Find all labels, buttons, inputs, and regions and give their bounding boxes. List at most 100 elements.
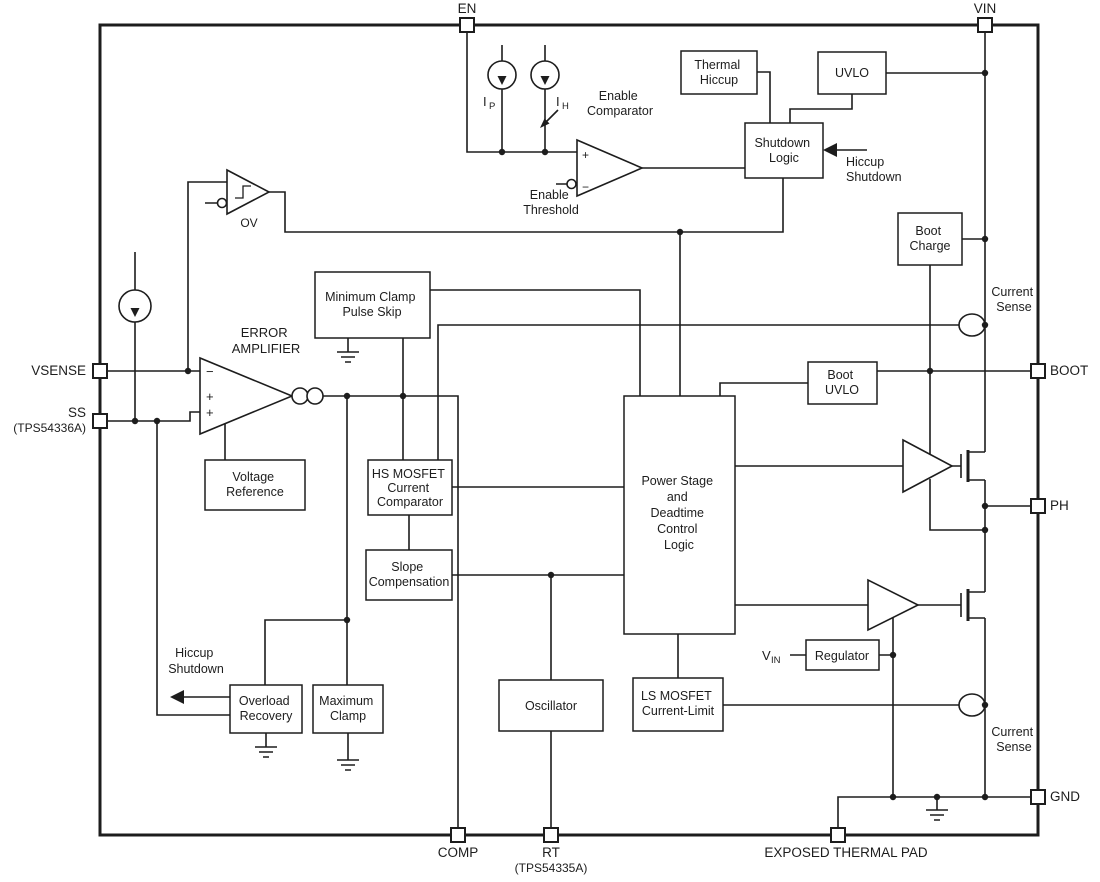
block-minimum-clamp: Minimum Clamp Pulse Skip xyxy=(314,271,431,339)
pullup-current-source-ih xyxy=(530,60,560,90)
uvlo-label: UVLO xyxy=(835,66,869,80)
vin-regulator-label-sub: IN xyxy=(771,655,781,666)
pullup-current-source-ip xyxy=(487,60,517,90)
current-sense-ls-label: Current Sense xyxy=(991,725,1036,754)
junction-dot xyxy=(153,417,161,425)
wire-control-mid xyxy=(408,289,959,828)
uvlo-box xyxy=(817,51,887,95)
vin-regulator-label: V xyxy=(762,648,771,663)
hs-mosfet-comparator-label: HS MOSFET Current Comparator xyxy=(372,467,448,509)
pin-label-vsense: VSENSE xyxy=(31,363,86,378)
transconductance-output-symbol xyxy=(291,387,309,405)
ip-label: I xyxy=(483,94,487,109)
pin-label-vin: VIN xyxy=(974,1,997,16)
slope-compensation-box xyxy=(365,549,453,601)
enable-comparator-label: Enable Comparator xyxy=(587,89,653,118)
chip-outline xyxy=(98,23,1040,837)
inverting-input-bubble xyxy=(216,197,228,209)
ov-label: OV xyxy=(240,216,257,230)
thermal-hiccup-box xyxy=(680,50,758,95)
current-sense-ls-symbol xyxy=(958,693,986,717)
arrowhead xyxy=(130,308,140,317)
block-boot-charge: Boot Charge xyxy=(897,212,963,266)
slope-compensation-label: Slope Compensation xyxy=(369,560,450,589)
power-stage-box xyxy=(623,395,736,635)
current-sense-hs-symbol xyxy=(958,313,986,337)
junction-dot xyxy=(184,367,192,375)
boot-uvlo-box xyxy=(807,361,878,405)
arrowhead xyxy=(823,143,837,157)
pin-label-ss-note: (TPS54336A) xyxy=(13,421,86,435)
enable-threshold-label: Enable Threshold xyxy=(523,188,579,217)
junction-dot xyxy=(541,148,549,156)
current-sense-hs-label: Current Sense xyxy=(991,285,1036,314)
junction-dot xyxy=(926,367,934,375)
regulator-label: Regulator xyxy=(815,649,869,663)
voltage-reference-label: Voltage Reference xyxy=(226,470,284,499)
ov-comparator-symbol xyxy=(226,168,271,216)
oscillator-label: Oscillator xyxy=(525,699,577,713)
hs-mosfet-comparator-box xyxy=(367,459,453,516)
block-uvlo: UVLO xyxy=(817,51,887,95)
pin-comp xyxy=(450,827,466,843)
pin-vin xyxy=(977,17,993,33)
ground-symbols xyxy=(255,338,948,821)
junction-dot xyxy=(889,651,897,659)
pin-boot xyxy=(1030,363,1046,379)
inverting-input-bubble xyxy=(566,178,577,190)
block-voltage-reference: Voltage Reference xyxy=(204,459,306,511)
regulator-box xyxy=(805,639,880,671)
ih-label: I xyxy=(556,94,560,109)
junction-dot xyxy=(981,526,989,534)
wire-power-right xyxy=(735,32,1031,828)
arrowhead xyxy=(540,76,550,85)
pin-label-rt-note: (TPS54335A) xyxy=(515,861,588,875)
block-thermal-hiccup: Thermal Hiccup xyxy=(680,50,758,95)
ih-label-sub: H xyxy=(562,101,569,112)
block-hs-mosfet-comparator: HS MOSFET Current Comparator xyxy=(367,459,453,516)
oscillator-box xyxy=(498,679,604,732)
pin-vsense xyxy=(92,363,108,379)
block-maximum-clamp: Maximum Clamp xyxy=(312,684,384,734)
junction-dot xyxy=(343,616,351,624)
cmp-plus-sign: + xyxy=(582,148,589,162)
wire-enable-chain xyxy=(269,71,867,396)
boot-charge-box xyxy=(897,212,963,266)
hs-mosfet-symbol xyxy=(960,450,970,482)
pin-en xyxy=(459,17,475,33)
power-stage-label: Power Stage and Deadtime Control Logic xyxy=(641,474,716,552)
ls-mosfet-symbol xyxy=(960,589,970,621)
cmp-minus-sign: − xyxy=(582,180,589,194)
junction-dot xyxy=(343,392,351,400)
junction-dot xyxy=(981,701,989,709)
pin-ph xyxy=(1030,498,1046,514)
amp-plus-sign: + xyxy=(206,405,214,420)
arrowhead xyxy=(497,76,507,85)
arrowhead xyxy=(170,690,184,704)
junction-dot xyxy=(981,793,989,801)
shutdown-logic-box xyxy=(744,122,824,179)
junction-dot xyxy=(498,148,506,156)
error-amplifier-symbol xyxy=(199,356,295,436)
pin-label-en: EN xyxy=(458,1,477,16)
hysteresis-icon xyxy=(235,185,251,199)
pin-label-gnd: GND xyxy=(1050,789,1080,804)
pin-label-ph: PH xyxy=(1050,498,1069,513)
minimum-clamp-box xyxy=(314,271,431,339)
voltage-reference-box xyxy=(204,459,306,511)
block-slope-compensation: Slope Compensation xyxy=(365,549,453,601)
wire-left-signals xyxy=(107,181,230,716)
junction-dot xyxy=(981,235,989,243)
junction-dot xyxy=(399,392,407,400)
overload-recovery-box xyxy=(229,684,303,734)
shutdown-logic-label: Shutdown Logic xyxy=(754,136,813,165)
amp-plus-sign: + xyxy=(206,389,214,404)
ss-charge-current-source xyxy=(118,289,152,323)
junction-dot xyxy=(981,69,989,77)
pin-label-thermal-pad: EXPOSED THERMAL PAD xyxy=(764,845,928,860)
block-oscillator: Oscillator xyxy=(498,679,604,732)
ip-label-sub: P xyxy=(489,101,495,112)
block-boot-uvlo: Boot UVLO xyxy=(807,361,878,405)
